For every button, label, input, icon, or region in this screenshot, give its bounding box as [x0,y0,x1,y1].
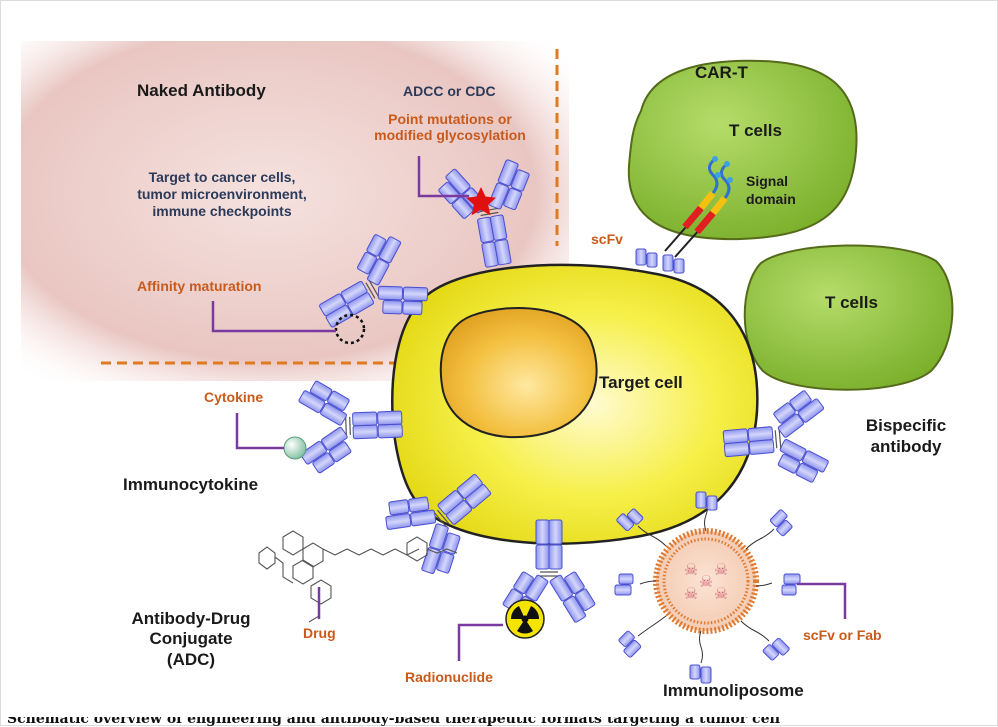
label-car-t: CAR-T [695,63,748,82]
label-immunoliposome: Immunoliposome [663,681,804,700]
label-t-cells-top: T cells [729,121,782,140]
label-immunocytokine: Immunocytokine [123,475,259,494]
label-adc: Antibody-Drug Conjugate (ADC) [131,609,251,669]
label-scfv-fab: scFv or Fab [803,627,882,643]
label-t-cells-right: T cells [825,293,878,312]
label-drug: Drug [303,625,336,641]
label-target-cell: Target cell [599,373,683,392]
label-signal-domain: Signal domain [746,173,796,207]
antibody-cytokine [296,374,405,478]
svg-text:☠: ☠ [684,584,698,603]
radionuclide-icon [505,599,545,639]
label-cytokine: Cytokine [204,389,264,405]
caption-strip: Schematic overview of engineering and an… [1,717,998,727]
immunoliposome: ☠ ☠ ☠ ☠ ☠ [614,491,801,684]
svg-text:☠: ☠ [714,560,728,579]
t-cell-right [743,244,954,391]
svg-text:☠: ☠ [684,560,698,579]
label-scfv: scFv [591,231,623,247]
connector-lines [211,156,847,661]
label-bispecific: Bispecific antibody [865,416,947,457]
cytokine-sphere-icon [283,436,307,460]
label-targets: Target to cancer cells, tumor microenvir… [137,169,307,219]
label-affinity-maturation: Affinity maturation [137,278,262,294]
mutation-star-icon [466,187,496,216]
label-radionuclide: Radionuclide [405,669,493,685]
label-naked-antibody: Naked Antibody [137,81,266,100]
label-point-mutations: Point mutations or modified glycosylatio… [374,111,526,144]
svg-text:☠: ☠ [714,584,728,603]
drug-structure [258,530,458,623]
caption-text: Schematic overview of engineering and an… [7,717,781,727]
label-adcc-cdc: ADCC or CDC [403,83,496,99]
nucleus [439,307,598,439]
car-construct [635,156,733,274]
svg-text:☠: ☠ [699,572,713,591]
affinity-site-circle [334,313,366,345]
t-cell-top [627,59,858,241]
